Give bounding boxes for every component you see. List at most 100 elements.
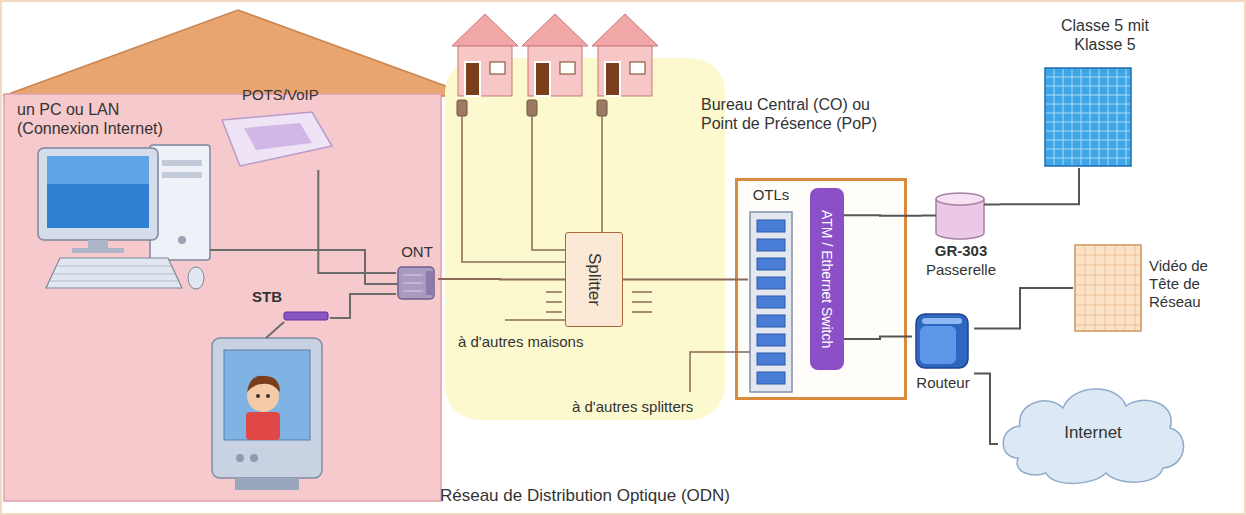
device-label: Passerelle [922, 261, 1000, 279]
router-device-outline-part [922, 318, 962, 324]
tv-illustration-part [250, 454, 258, 462]
video-headend-outline-part [1076, 275, 1140, 276]
small-houses-part [522, 14, 588, 116]
tv-illustration-part [224, 350, 310, 440]
text-holder: GR-303 [922, 242, 1000, 260]
ont-device-outline-part [426, 271, 434, 295]
class5-switch-outline-part [1054, 69, 1055, 165]
router-device-outline-part [920, 326, 956, 364]
text-holder: un PC ou LAN (Connexion Internet) [17, 100, 195, 138]
device-label: POTS/VoIP [242, 86, 337, 104]
video-headend: Vidéo de Tête de Réseau [1073, 243, 1223, 333]
otl-rack-outline-part [757, 277, 785, 289]
otl-rack-outline-part [757, 239, 785, 251]
house-wires [210, 250, 398, 338]
video-headend-outline-part [1095, 246, 1096, 330]
pc-illustration-part [54, 274, 175, 275]
class5-switch-outline-part [1046, 158, 1130, 159]
class5-switch-outline-part [1046, 140, 1130, 141]
switch-label: ATM / Ethernet Switch [819, 210, 836, 348]
video-headend-outline-part [1076, 315, 1140, 316]
fiber-link [1000, 168, 1079, 204]
class5-switch-outline-part [1072, 69, 1073, 165]
otl-rack-outline-part [757, 315, 785, 327]
small-houses-part-part [528, 46, 582, 96]
otl-rack-outline-part [757, 372, 785, 384]
class5-switch-outline-part [1090, 69, 1091, 165]
fiber-link [844, 337, 912, 340]
odn-region-outline-part [445, 58, 725, 420]
device-label: GR-303 [922, 242, 1000, 260]
gateway-cylinder-outline-part [936, 193, 984, 205]
class5-switch-outline-part [1046, 104, 1130, 105]
fiber-drops-part [601, 116, 603, 232]
fiber-link [438, 278, 565, 281]
tv-illustration-part [235, 478, 299, 490]
small-houses-part-part [535, 62, 550, 96]
class5-switch-outline-part [1126, 69, 1127, 165]
class5-switch-outline-part [1046, 86, 1130, 87]
class5-switch-outline-part [1046, 113, 1130, 114]
pc-illustration-part [188, 267, 204, 289]
splitter-label: Splitter [584, 253, 604, 306]
pc-illustration-part [38, 148, 158, 240]
pc-illustration-part [47, 156, 149, 184]
video-headend-outline-part [1076, 255, 1140, 256]
text-holder: Vidéo de Tête de Réseau [1149, 257, 1221, 311]
pc-illustration-part [162, 160, 202, 166]
class5-switch-outline-part [1117, 69, 1118, 165]
odn-region: Réseau de Distribution Optique (ODN)Spli… [445, 58, 725, 420]
text-holder: STB [252, 288, 296, 306]
cloud-label: Internet [1064, 423, 1122, 443]
small-houses-part-part [560, 62, 575, 74]
stb-device: STB [250, 288, 330, 328]
video-headend-outline-part [1076, 295, 1140, 296]
small-houses-part-part [527, 100, 537, 116]
video-headend-outline-part [1076, 285, 1140, 286]
text-holder: Bureau Central (CO) ou Point de Présence… [701, 95, 901, 133]
text-holder: OTLs [748, 186, 794, 204]
pc-illustration-part [58, 266, 171, 267]
fiber-link [974, 288, 1073, 328]
ont-device-outline-part [403, 275, 423, 276]
small-houses-part [452, 14, 518, 116]
video-headend-outline-part [1076, 305, 1140, 306]
house-outline-part [3, 10, 473, 96]
video-headend-outline-part [1135, 246, 1136, 330]
splitter-box: Splitter [565, 232, 623, 327]
text-holder: POTS/VoIP [242, 86, 337, 104]
small-houses-part-part [592, 14, 658, 46]
small-houses-part-part [522, 14, 588, 46]
fiber-link [974, 374, 998, 445]
video-headend-outline-part [1076, 325, 1140, 326]
class5-switch-outline-part [1046, 95, 1130, 96]
ont-device-outline-part [403, 283, 423, 284]
small-houses-part-part [630, 62, 645, 74]
house-outline-part [4, 94, 441, 501]
small-houses-part-part [598, 46, 652, 96]
headend-label: Vidéo de Tête de Réseau [1149, 257, 1221, 311]
video-headend-outline-part [1125, 246, 1126, 330]
video-headend-outline-part [1115, 246, 1116, 330]
small-houses-part-part [457, 100, 467, 116]
pc-illustration-part [72, 248, 124, 253]
tv-illustration-part [247, 376, 280, 392]
router-device-outline-part [916, 314, 968, 368]
class5-switch-outline-part [1046, 149, 1130, 150]
pc-illustration-part [150, 145, 210, 260]
fiber-drops-part [690, 352, 750, 392]
video-headend-outline [1073, 243, 1223, 333]
phone-device-outline-part [244, 123, 312, 150]
pc-illustration-part [46, 258, 182, 288]
text-holder: Réseau de Distribution Optique (ODN) [405, 486, 765, 506]
fiber-drops-part [462, 116, 565, 262]
class5-switch-outline-part [1046, 131, 1130, 132]
fiber-drops-part [632, 292, 652, 312]
switch-label: Classe 5 mit Klasse 5 [1040, 16, 1170, 54]
tv-illustration-part [212, 338, 322, 478]
rack-label: OTLs [748, 186, 794, 204]
small-houses-part [592, 14, 658, 116]
house-wires-part [266, 322, 284, 338]
otl-rack-outline-part [757, 258, 785, 270]
